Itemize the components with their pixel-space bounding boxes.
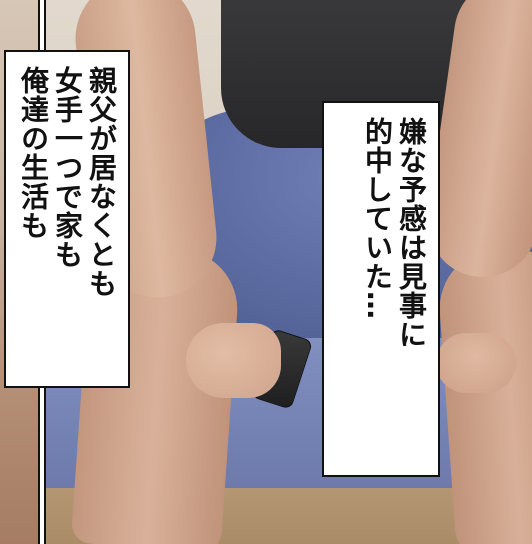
right-fist xyxy=(436,333,516,393)
caption-box-left: 親父が居なくとも 女手一つで家も 俺達の生活も xyxy=(4,50,130,388)
left-fist xyxy=(186,323,281,398)
caption-line: 親父が居なくとも xyxy=(85,66,118,298)
caption-line: 女手一つで家も xyxy=(51,66,84,269)
caption-text-left: 親父が居なくとも 女手一つで家も 俺達の生活も xyxy=(16,66,118,298)
caption-line: 俺達の生活も xyxy=(17,66,50,240)
caption-line: 嫌な予感は見事に xyxy=(395,117,428,349)
caption-text-right: 嫌な予感は見事に 的中していた… xyxy=(360,117,428,349)
caption-box-right: 嫌な予感は見事に 的中していた… xyxy=(322,101,440,477)
caption-line: 的中していた… xyxy=(361,117,394,320)
